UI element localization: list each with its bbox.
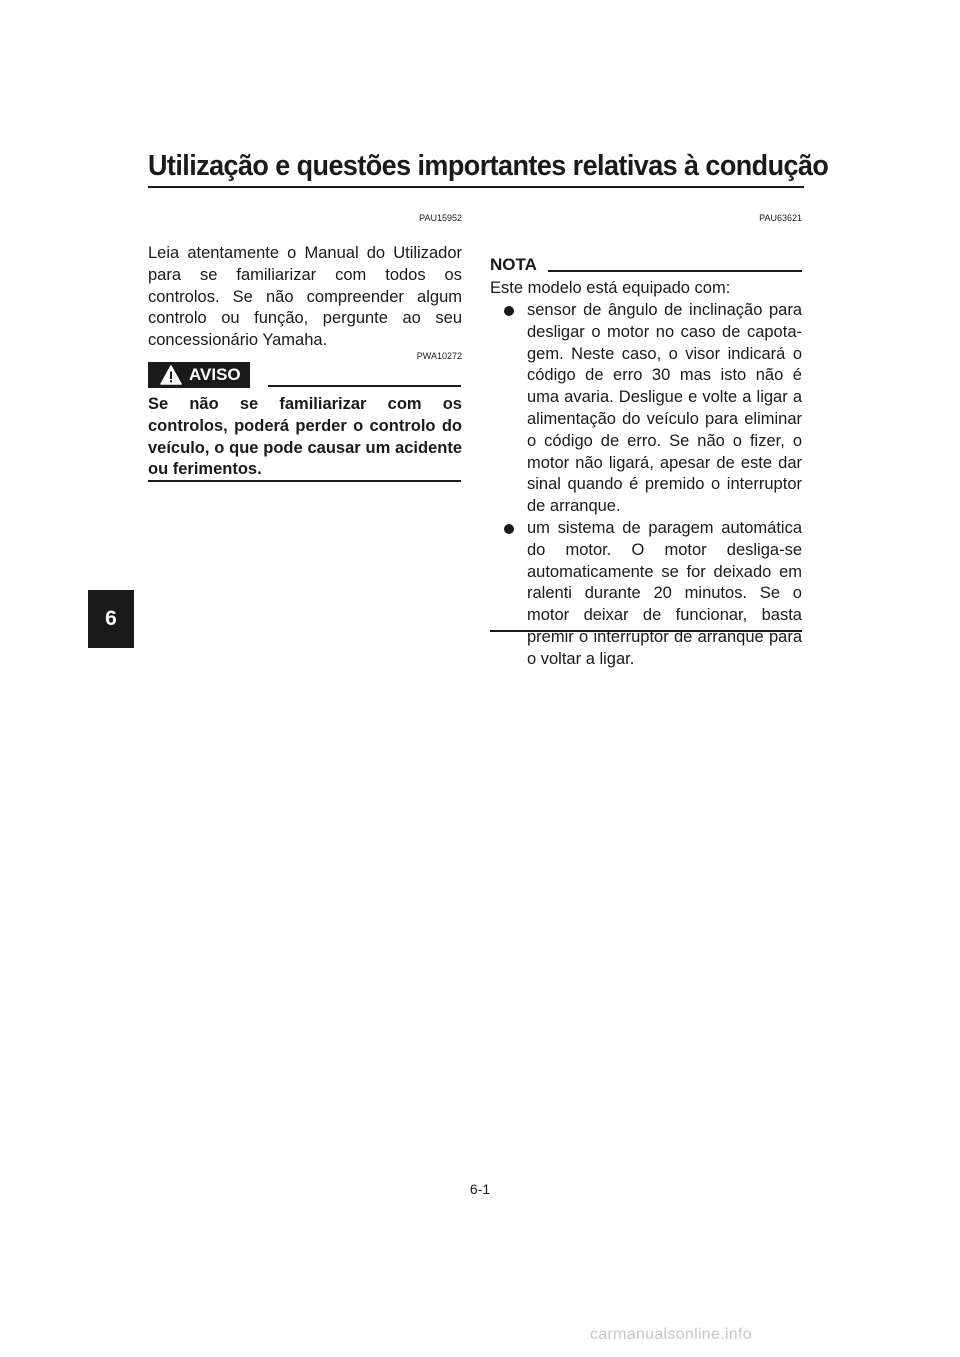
note-end-rule <box>490 630 802 632</box>
warning-code: PWA10272 <box>416 351 462 361</box>
note-intro: Este modelo está equipado com: <box>490 279 731 297</box>
note-bullet-list: sensor de ângulo de inclinação para desl… <box>500 300 802 671</box>
warning-end-rule <box>148 480 461 482</box>
list-item: sensor de ângulo de inclinação para desl… <box>500 300 802 518</box>
page-title: Utilização e questões importantes relati… <box>148 150 829 182</box>
section-tab: 6 <box>88 590 134 648</box>
warning-badge: AVISO <box>148 362 250 388</box>
note-rule <box>548 270 802 272</box>
bullet-icon <box>504 523 514 534</box>
warning-triangle-icon <box>160 365 182 385</box>
list-item: um sistema de paragem automática do moto… <box>500 518 802 671</box>
warning-label: AVISO <box>189 365 241 384</box>
bullet-icon <box>504 306 514 316</box>
intro-paragraph: Leia atentamente o Manual do Utilizador … <box>148 244 462 350</box>
list-item-text: um sistema de paragem automática do moto… <box>527 518 802 668</box>
warning-rule <box>268 385 461 387</box>
warning-text: Se não se familiarizar com os controlos,… <box>148 395 462 479</box>
title-rule <box>148 186 804 188</box>
watermark: carmanualsonline.info <box>590 1326 752 1343</box>
section-code-left: PAU15952 <box>419 213 462 223</box>
page-number: 6-1 <box>469 1181 491 1197</box>
list-item-text: sensor de ângulo de inclinação para desl… <box>527 301 802 516</box>
note-label: NOTA <box>490 255 537 274</box>
section-code-right: PAU63621 <box>759 213 802 223</box>
